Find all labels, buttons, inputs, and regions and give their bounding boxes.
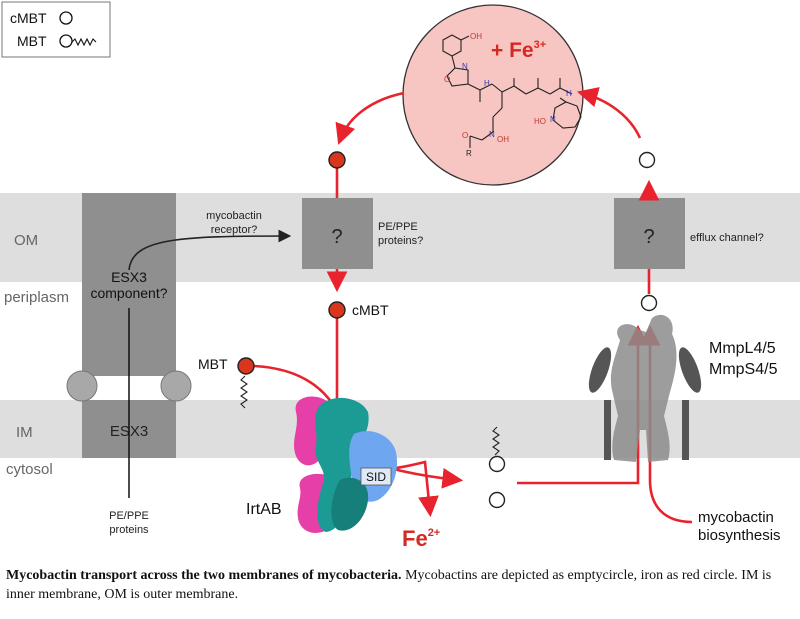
- legend-cmbt-circle-icon: [59, 11, 73, 25]
- im-label: IM: [16, 424, 33, 441]
- circle-to-receptor-arrow: [335, 91, 405, 145]
- esx3-component-label-2: component?: [90, 285, 167, 301]
- legend-mbt-label: MBT: [17, 33, 47, 49]
- mol-r: R: [466, 149, 472, 158]
- mmpl-protein-icon: [588, 314, 702, 462]
- mol-nh-1: H: [484, 79, 490, 88]
- mycobactin-structure-icon: [442, 34, 582, 148]
- figure-caption: Mycobactin transport across the two memb…: [6, 566, 794, 604]
- sid-label: SID: [366, 470, 386, 484]
- cytosol-label: cytosol: [6, 461, 53, 478]
- efflux-label: efflux channel?: [690, 232, 764, 244]
- iron-loaded-mycobactin-top-icon: [328, 151, 346, 169]
- mbt-label: MBT: [198, 356, 228, 372]
- mol-oh-top: OH: [470, 32, 482, 41]
- receptor-label-2: receptor?: [211, 224, 257, 236]
- diagram-canvas: OM periplasm IM cytosol cMBT MBT ESX3 co…: [0, 1, 800, 551]
- legend-mbt-tail-icon: [71, 37, 97, 47]
- receptor-question-mark: ?: [331, 226, 342, 248]
- cytosol-mbt-tail-icon: [492, 426, 500, 456]
- legend-mbt-circle-icon: [59, 34, 73, 48]
- empty-mycobactin-top-icon: [638, 151, 656, 169]
- empty-mbt-cytosol-icon: [488, 455, 506, 473]
- periplasm-label: periplasm: [4, 289, 69, 306]
- esx3-complex: ESX3 component? ESX3 PE/PPE proteins myc…: [66, 193, 292, 536]
- receptor-side-label-2: proteins?: [378, 235, 423, 247]
- mmpl-label: MmpL4/5: [709, 340, 776, 357]
- caption-title: Mycobactin transport across the two memb…: [6, 568, 402, 583]
- esx3-left-ball-icon: [66, 370, 98, 402]
- efflux-box: [614, 198, 685, 269]
- mol-ho: HO: [534, 117, 546, 126]
- irtab-label: IrtAB: [246, 501, 282, 518]
- esx3-proteins-label-2: proteins: [109, 524, 149, 536]
- mol-oh-2: OH: [497, 135, 509, 144]
- sid-label-box: [360, 467, 392, 486]
- esx3-right-ball-icon: [160, 370, 192, 402]
- efflux-question-mark: ?: [643, 226, 654, 248]
- esx3-proteins-label-1: PE/PPE: [109, 510, 149, 522]
- mol-n-chain: N: [489, 130, 495, 139]
- mol-n-oxazoline: N: [462, 62, 468, 71]
- legend-cmbt-label: cMBT: [10, 10, 47, 26]
- esx3-to-receptor-arrow: [128, 229, 292, 271]
- receptor-side-label-1: PE/PPE: [378, 221, 418, 233]
- empty-mycobactin-periplasm-icon: [640, 294, 658, 312]
- plus-fe-label: + Fe3+: [491, 39, 546, 62]
- iron-binding-circle: + Fe3+: [402, 4, 584, 186]
- legend: cMBT MBT: [1, 1, 111, 58]
- empty-cmbt-cytosol-icon: [488, 491, 506, 509]
- cmbt-label: cMBT: [352, 302, 389, 318]
- mol-nh-2: H: [566, 89, 572, 98]
- mol-o-r: O: [462, 131, 468, 140]
- fe2-label: Fe2+: [402, 526, 440, 551]
- receptor-label-1: mycobactin: [206, 210, 262, 222]
- caption-body: Mycobactins are depicted as emptycircle,…: [6, 568, 772, 602]
- esx3-component-label-1: ESX3: [111, 269, 147, 285]
- iron-loaded-cmbt-icon: [328, 301, 346, 319]
- receptor-box: [302, 198, 373, 269]
- mbt-tail-icon: [240, 375, 248, 409]
- irtab-protein-icon: SID: [294, 396, 398, 533]
- efflux-to-circle-arrow: [576, 87, 642, 139]
- biosynthesis-label-1: mycobactin: [698, 509, 774, 526]
- iron-loaded-mbt-icon: [237, 357, 255, 375]
- om-label: OM: [14, 232, 38, 249]
- biosynthesis-label-2: biosynthesis: [698, 527, 781, 544]
- mol-n-ring: N: [550, 115, 556, 124]
- biosynthesis-arrow: [639, 324, 693, 524]
- mmps-label: MmpS4/5: [709, 361, 778, 378]
- mol-o-oxazoline: O: [444, 75, 450, 84]
